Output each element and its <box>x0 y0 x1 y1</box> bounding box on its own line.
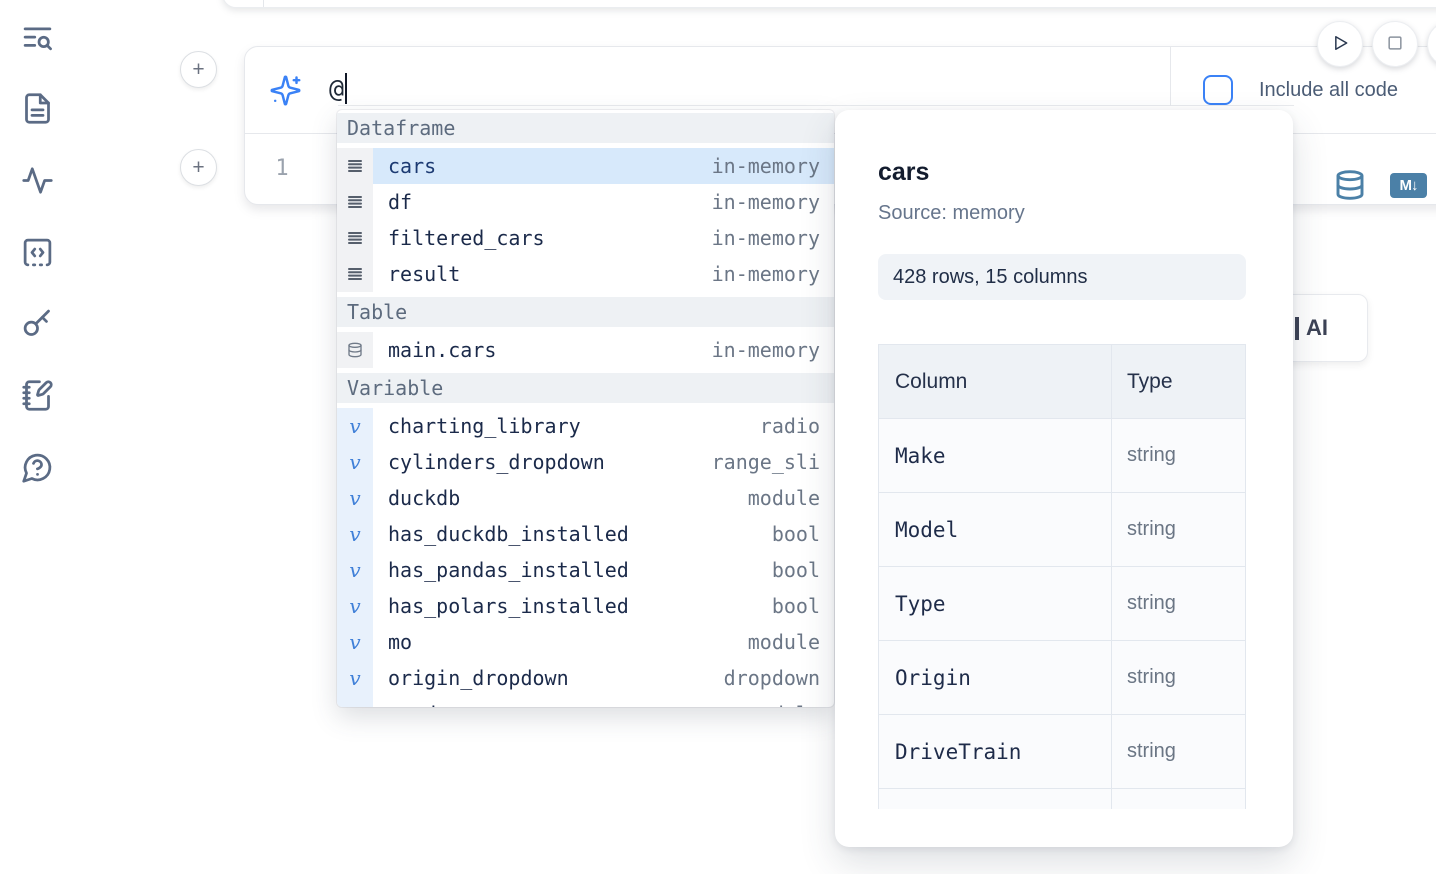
include-all-code-checkbox[interactable]: Include all code <box>1203 75 1398 105</box>
sidebar <box>0 0 70 874</box>
ai-button[interactable]: AI <box>1282 294 1368 362</box>
sidebar-item-help[interactable] <box>18 450 56 488</box>
dataframe-icon <box>337 184 373 220</box>
type-header: Type <box>1127 369 1173 393</box>
sidebar-item-snippets[interactable] <box>18 235 56 273</box>
stop-button[interactable] <box>1372 21 1418 67</box>
table-row-clipped <box>879 789 1245 809</box>
variable-icon: v <box>337 660 373 696</box>
checkbox-icon <box>1203 75 1233 105</box>
gutter-divider <box>263 0 264 7</box>
sparkles-ai-icon <box>269 74 302 107</box>
variable-icon: v <box>337 624 373 660</box>
table-row: Model string <box>879 493 1245 567</box>
datasource-toggle-button[interactable] <box>1333 169 1366 202</box>
sidebar-item-activity[interactable] <box>18 163 56 201</box>
sidebar-item-secrets[interactable] <box>18 306 56 344</box>
table-row: DriveTrain string <box>879 715 1245 789</box>
stop-icon <box>1385 33 1405 56</box>
schema-table-container: Column Type Make string Model string Typ… <box>878 344 1247 809</box>
section-header-variable: Variable <box>337 373 834 403</box>
dataframe-icon <box>337 256 373 292</box>
dataframe-icon <box>337 220 373 256</box>
database-icon <box>337 332 373 368</box>
shape-badge: 428 rows, 15 columns <box>878 254 1246 300</box>
notebook-pen-icon <box>21 379 54 415</box>
prompt-right-divider <box>1170 47 1171 106</box>
help-chat-icon <box>21 451 54 487</box>
code-square-icon <box>21 236 54 272</box>
section-header-table: Table <box>337 297 834 327</box>
table-row: Make string <box>879 419 1245 493</box>
dataframe-preview-panel: cars Source: memory 428 rows, 15 columns… <box>835 110 1293 847</box>
previous-cell-edge <box>222 0 1436 8</box>
play-icon <box>1330 33 1350 56</box>
variable-icon: v <box>337 444 373 480</box>
variable-icon: v <box>337 480 373 516</box>
section-header-dataframe: Dataframe <box>337 113 834 143</box>
cell-footer-icons: M↓ <box>1333 169 1427 202</box>
ai-button-label: AI <box>1306 315 1328 340</box>
prompt-input-border <box>338 105 1294 106</box>
run-button[interactable] <box>1317 21 1363 67</box>
clipped-glyph <box>1295 316 1299 340</box>
table-row: Type string <box>879 567 1245 641</box>
activity-icon <box>21 164 54 200</box>
table-row: Origin string <box>879 641 1245 715</box>
prompt-text: @ <box>329 74 345 103</box>
variable-icon: v <box>337 516 373 552</box>
key-icon <box>21 307 54 343</box>
preview-source: Source: memory <box>878 202 1025 224</box>
autocomplete-item-pandas-clipped[interactable]: v pandasmodule <box>337 696 834 707</box>
variable-icon: v <box>337 552 373 588</box>
column-header: Column <box>879 345 1112 418</box>
schema-table-header: Column Type <box>879 345 1245 419</box>
text-search-icon <box>21 22 54 58</box>
dataframe-icon <box>337 148 373 184</box>
preview-title: cars <box>878 158 930 186</box>
file-text-icon <box>21 92 54 128</box>
add-cell-button-bottom[interactable]: + <box>180 149 217 186</box>
ai-prompt-input[interactable]: @ <box>329 71 1159 107</box>
text-cursor <box>345 73 347 104</box>
markdown-icon[interactable]: M↓ <box>1390 173 1427 198</box>
schema-table: Column Type Make string Model string Typ… <box>878 344 1246 809</box>
include-all-code-label: Include all code <box>1259 78 1398 101</box>
add-cell-button-top[interactable]: + <box>180 51 217 88</box>
line-number: 1 <box>275 156 289 181</box>
variable-icon: v <box>337 588 373 624</box>
database-icon <box>1334 170 1366 204</box>
variable-icon: v <box>337 696 373 707</box>
sidebar-item-scratchpad[interactable] <box>18 378 56 416</box>
sidebar-item-table-of-contents[interactable] <box>18 21 56 59</box>
variable-icon: v <box>337 408 373 444</box>
sidebar-item-files[interactable] <box>18 91 56 129</box>
